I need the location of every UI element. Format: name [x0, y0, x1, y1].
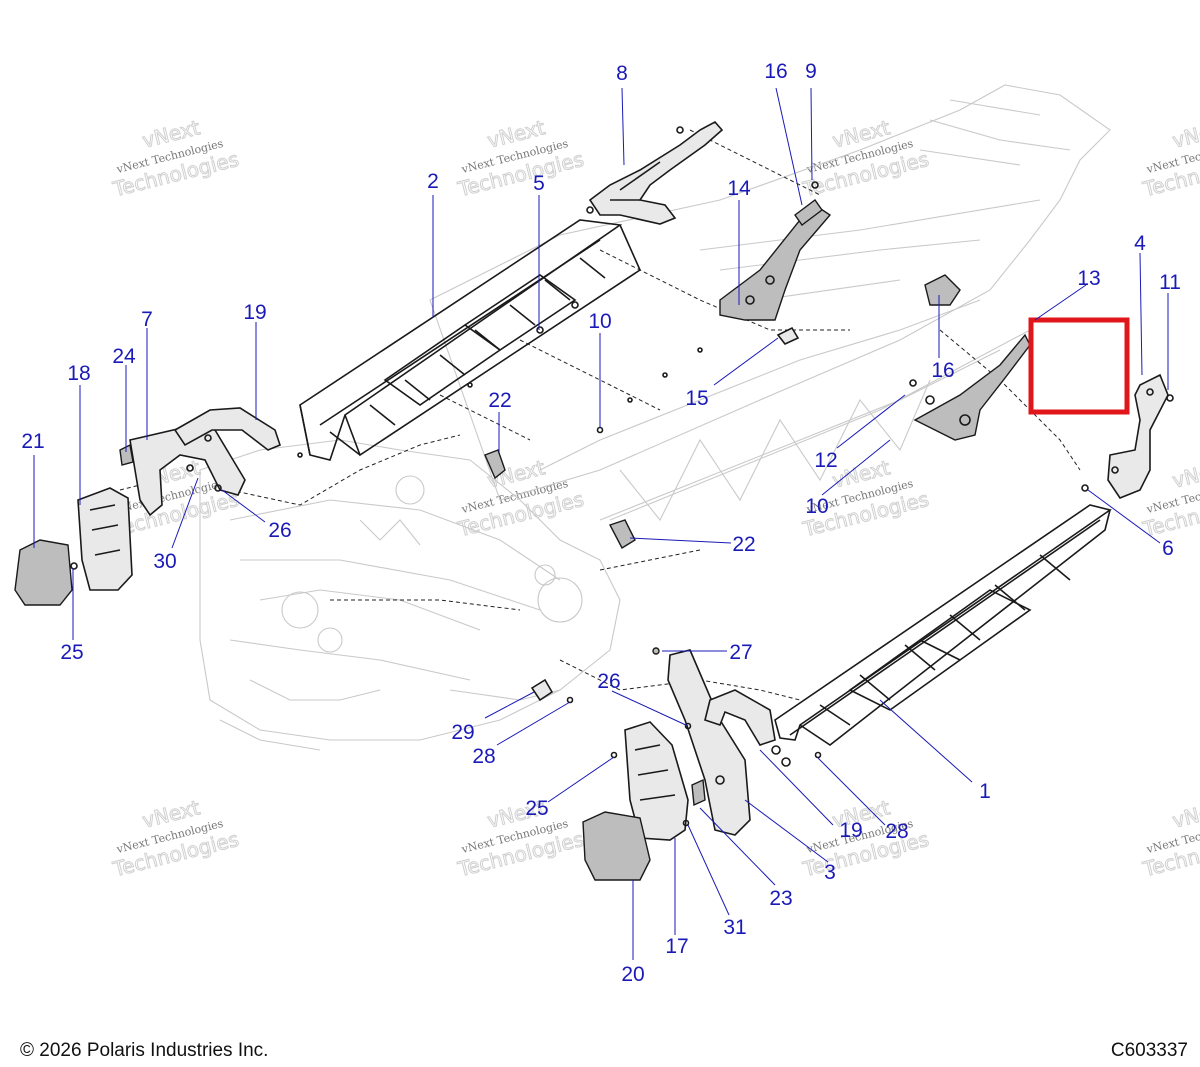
callout-3: 3	[824, 861, 836, 884]
callout-16: 16	[764, 60, 787, 83]
callout-19: 19	[839, 819, 862, 842]
callout-19: 19	[243, 301, 266, 324]
callout-25: 25	[60, 641, 83, 664]
callout-9: 9	[805, 60, 817, 83]
handle-part-19-left	[173, 407, 281, 451]
plate-part-14	[719, 204, 832, 321]
front-right-bracket-part-3	[667, 649, 751, 836]
copyright-text: © 2026 Polaris Industries Inc.	[20, 1040, 269, 1061]
callout-17: 17	[665, 935, 688, 958]
watermark: vNext vNext Technologies Technologies	[109, 115, 241, 202]
mount-part-22-left	[484, 449, 506, 480]
callout-29: 29	[451, 721, 474, 744]
watermark: vNext vNext Technologies Technologies	[109, 795, 241, 882]
figure-code: C603337	[1110, 1040, 1188, 1061]
callout-15: 15	[685, 387, 708, 410]
callout-20: 20	[621, 963, 644, 986]
rear-bracket-part-4	[1107, 373, 1169, 499]
bracket-part-15	[776, 326, 800, 345]
clip-part-23	[691, 778, 706, 807]
svg-text:vNext: vNext	[1170, 115, 1200, 152]
callout-8: 8	[616, 62, 628, 85]
fastener-part-27	[652, 647, 660, 655]
callout-28: 28	[885, 820, 908, 843]
callout-4: 4	[1134, 232, 1146, 255]
callout-11: 11	[1159, 271, 1181, 294]
bracket-part-16-right	[924, 274, 961, 306]
watermark: vNext vNext Technologies Technologies	[454, 115, 586, 202]
callout-13: 13	[1077, 267, 1100, 290]
callout-1: 1	[979, 780, 991, 803]
chassis-ghost	[199, 84, 1111, 751]
callout-22: 22	[732, 533, 755, 556]
callout-18: 18	[67, 362, 90, 385]
right-running-board-part-1	[774, 504, 1112, 746]
callout-21: 21	[21, 430, 44, 453]
callout-22: 22	[488, 389, 511, 412]
svg-text:vNext: vNext	[1170, 795, 1200, 832]
callout-14: 14	[727, 177, 751, 200]
callout-30: 30	[153, 550, 176, 573]
callout-10: 10	[805, 495, 828, 518]
pad-part-20	[582, 811, 651, 881]
handle-part-19-right	[704, 689, 776, 746]
callout-5: 5	[533, 172, 545, 195]
callout-23: 23	[769, 887, 792, 910]
callout-7: 7	[141, 308, 153, 331]
highlight-box	[1028, 317, 1130, 415]
callout-10: 10	[588, 310, 611, 333]
clip-part-24	[119, 443, 134, 466]
side-panel-part-18	[77, 487, 133, 591]
svg-text:vNext: vNext	[1170, 455, 1200, 492]
callout-6: 6	[1162, 537, 1174, 560]
plate-part-12	[913, 333, 1031, 441]
front-left-bracket-part-7	[129, 424, 246, 517]
clip-part-29	[530, 678, 554, 702]
pad-part-21	[14, 539, 73, 606]
mount-part-22-right	[608, 519, 636, 549]
callout-26: 26	[597, 670, 620, 693]
callout-25: 25	[525, 797, 548, 820]
tunnel-outline	[429, 84, 1111, 501]
front-bracket-part-8	[586, 120, 724, 225]
callout-31: 31	[723, 916, 746, 939]
callout-28: 28	[472, 745, 495, 768]
callout-16: 16	[931, 359, 954, 382]
callout-2: 2	[427, 170, 439, 193]
callouts: 1 2 3 4 5 6 7 8 9 10 10 11 12 13 14 15 1…	[21, 60, 1181, 986]
callout-12: 12	[814, 449, 837, 472]
watermark: vNext vNext Technologies Technologies	[1139, 795, 1200, 882]
left-running-board-part-2	[299, 219, 642, 461]
bracket-part-16-top	[794, 199, 823, 226]
callout-27: 27	[729, 641, 752, 664]
callout-26: 26	[268, 519, 291, 542]
watermark: vNext vNext Technologies Technologies	[1139, 115, 1200, 202]
leader-lines	[33, 87, 1169, 960]
fasteners	[70, 181, 1174, 827]
side-panel-part-17	[624, 721, 689, 841]
callout-24: 24	[112, 345, 136, 368]
watermark: vNext vNext Technologies Technologies	[454, 795, 586, 882]
